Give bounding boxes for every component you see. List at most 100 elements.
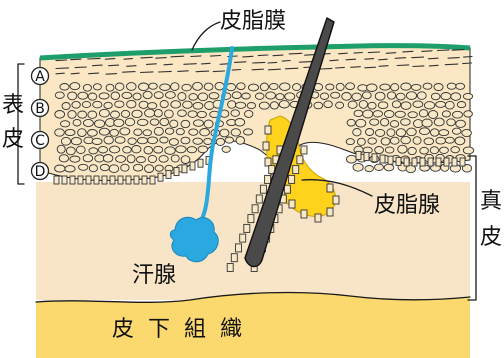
corneum-stroke (386, 53, 396, 54)
epidermal-cell (133, 164, 142, 171)
layer-marker-d-text: D (35, 164, 46, 180)
epidermal-cell (260, 83, 268, 91)
corneum-stroke (336, 67, 345, 68)
epidermal-cell (370, 119, 379, 125)
epidermal-cell (420, 147, 429, 154)
epidermal-cell (65, 166, 75, 172)
corneum-stroke (379, 66, 388, 67)
basal-cell (62, 176, 67, 184)
corneum-stroke (56, 73, 64, 74)
epidermal-cell (441, 93, 451, 100)
epidermal-cell (148, 155, 156, 162)
epidermal-cell (127, 83, 137, 91)
epidermal-cell (68, 92, 77, 100)
layer-marker-a-text: A (35, 69, 45, 85)
epidermal-cell (331, 92, 340, 98)
corneum-stroke (445, 64, 458, 65)
epidermal-cell (392, 101, 400, 108)
basal-cell (420, 158, 425, 166)
basal-cell (372, 154, 377, 162)
epidermal-cell (457, 102, 465, 108)
epidermal-cell (445, 101, 454, 109)
epidermal-cell (92, 138, 102, 144)
epidermal-cell (236, 137, 245, 145)
epidermal-cell (57, 145, 65, 153)
basal-cell (436, 158, 441, 166)
label-epidermis-char-1: 表 (2, 93, 24, 118)
epidermal-cell (188, 111, 197, 118)
corneum-stroke (141, 57, 152, 58)
epidermal-cell (353, 129, 361, 136)
corneum-stroke (124, 59, 132, 60)
corneum-stroke (286, 68, 298, 69)
basal-cell (78, 176, 83, 184)
epidermal-cell (171, 101, 181, 108)
corneum-stroke (156, 58, 166, 59)
epidermal-cell (110, 146, 120, 153)
corneum-stroke (184, 64, 196, 65)
epidermal-cell (127, 100, 136, 108)
corneum-stroke (368, 52, 379, 53)
epidermal-cell (78, 129, 87, 137)
epidermal-cell (367, 84, 377, 92)
layer-marker-b-text: B (35, 101, 45, 117)
epidermal-cell (216, 138, 224, 145)
epidermal-cell (384, 111, 394, 118)
label-subcutaneous-tissue: 皮下組織 (112, 317, 256, 342)
epidermal-cell (420, 128, 430, 135)
basal-cell (158, 173, 163, 181)
epidermal-cell (181, 120, 190, 127)
epidermal-cell (154, 127, 163, 135)
epidermal-cell (451, 147, 460, 153)
epidermal-cell (144, 146, 153, 154)
epidermal-cell (60, 121, 69, 127)
epidermal-cell (431, 93, 440, 100)
basal-cell (86, 176, 91, 184)
epidermal-cell (365, 166, 374, 172)
basal-cell (380, 155, 385, 163)
epidermal-cell (347, 155, 357, 163)
follicle-cell (260, 185, 266, 193)
epidermal-cell (154, 109, 162, 117)
epidermal-cell (419, 110, 428, 117)
corneum-stroke (452, 50, 464, 51)
epidermal-cell (128, 138, 136, 145)
follicle-cell (293, 166, 299, 174)
epidermal-cell (93, 84, 101, 90)
epidermal-cell (115, 137, 125, 144)
epidermal-cell (171, 83, 179, 91)
epidermal-cell (95, 155, 104, 162)
epidermal-cell (347, 119, 355, 126)
epidermal-cell (346, 139, 354, 145)
sebaceous-edge-cell (315, 214, 321, 222)
sebaceous-edge-cell (327, 208, 333, 216)
epidermal-cell (235, 119, 245, 127)
epidermal-cell (145, 109, 155, 117)
corneum-stroke (123, 72, 136, 73)
epidermal-cell (413, 137, 421, 145)
epidermal-cell (423, 83, 432, 89)
follicle-cell (236, 244, 242, 252)
basal-cell (142, 176, 147, 184)
epidermal-cell (463, 93, 472, 99)
basal-cell (166, 170, 171, 178)
corneum-stroke (428, 58, 438, 59)
epidermal-cell (78, 111, 87, 118)
follicle-cell (248, 215, 254, 223)
epidermal-cell (134, 129, 142, 136)
epidermal-cell (266, 92, 276, 99)
corneum-stroke (109, 65, 119, 66)
epidermal-cell (237, 83, 245, 90)
epidermal-cell (88, 130, 98, 137)
epidermal-cell (100, 109, 110, 117)
sebaceous-edge-cell (301, 210, 307, 218)
epidermal-cell (270, 83, 279, 89)
basal-cell (174, 168, 179, 176)
epidermal-cell (248, 84, 258, 91)
epidermal-cell (197, 111, 206, 117)
epidermal-cell (193, 102, 203, 109)
corneum-stroke (339, 53, 348, 54)
epidermal-cell (99, 128, 109, 135)
epidermal-cell (200, 129, 210, 136)
epidermal-cell (222, 146, 230, 152)
